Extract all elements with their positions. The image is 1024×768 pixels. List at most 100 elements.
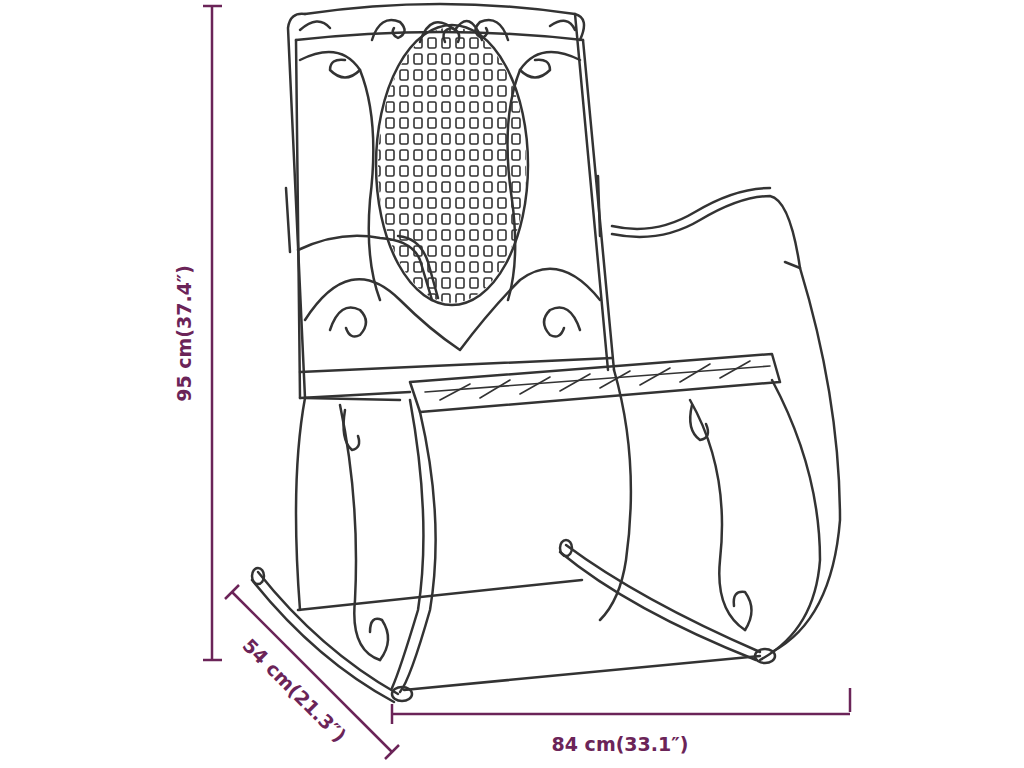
mesh-cell: [512, 54, 520, 64]
mesh-cell: [484, 38, 492, 48]
mesh-cell: [414, 118, 422, 128]
mesh-cell: [456, 150, 464, 160]
mesh-cell: [372, 294, 380, 304]
mesh-cell: [498, 102, 506, 112]
mesh-cell: [498, 182, 506, 192]
mesh-cell: [428, 198, 436, 208]
mesh-cell: [456, 22, 464, 32]
mesh-cell: [526, 214, 534, 224]
mesh-cell: [414, 22, 422, 32]
mesh-cell: [372, 134, 380, 144]
mesh-cell: [470, 262, 478, 272]
mesh-cell: [400, 214, 408, 224]
mesh-cell: [512, 150, 520, 160]
mesh-cell: [386, 134, 394, 144]
mesh-cell: [372, 54, 380, 64]
mesh-cell: [372, 38, 380, 48]
mesh-cell: [428, 246, 436, 256]
mesh-cell: [456, 102, 464, 112]
mesh-cell: [470, 150, 478, 160]
mesh-cell: [428, 182, 436, 192]
mesh-cell: [442, 150, 450, 160]
mesh-cell: [400, 22, 408, 32]
mesh-cell: [442, 70, 450, 80]
mesh-cell: [456, 86, 464, 96]
mesh-cell: [470, 166, 478, 176]
mesh-cell: [372, 214, 380, 224]
mesh-cell: [442, 134, 450, 144]
mesh-cell: [442, 86, 450, 96]
mesh-cell: [456, 38, 464, 48]
mesh-cell: [456, 182, 464, 192]
mesh-cell: [498, 198, 506, 208]
mesh-cell: [456, 118, 464, 128]
chair-drawing: [252, 4, 840, 702]
mesh-cell: [442, 38, 450, 48]
mesh-cell: [512, 198, 520, 208]
mesh-cell: [526, 166, 534, 176]
mesh-cell: [372, 22, 380, 32]
mesh-cell: [372, 86, 380, 96]
mesh-cell: [400, 102, 408, 112]
mesh-cell: [442, 214, 450, 224]
mesh-cell: [442, 102, 450, 112]
mesh-cell: [386, 102, 394, 112]
mesh-cell: [386, 262, 394, 272]
mesh-cell: [512, 70, 520, 80]
mesh-cell: [400, 198, 408, 208]
mesh-cell: [456, 294, 464, 304]
mesh-cell: [428, 150, 436, 160]
mesh-cell: [470, 198, 478, 208]
mesh-cell: [526, 262, 534, 272]
mesh-cell: [498, 54, 506, 64]
mesh-cell: [498, 262, 506, 272]
mesh-cell: [400, 134, 408, 144]
mesh-cell: [484, 262, 492, 272]
mesh-cell: [484, 102, 492, 112]
mesh-cell: [526, 118, 534, 128]
mesh-cell: [372, 182, 380, 192]
dimension-lines: [203, 6, 850, 759]
mesh-cell: [428, 22, 436, 32]
mesh-cell: [400, 150, 408, 160]
mesh-cell: [512, 262, 520, 272]
mesh-cell: [400, 278, 408, 288]
mesh-cell: [456, 134, 464, 144]
mesh-cell: [526, 22, 534, 32]
mesh-cell: [484, 182, 492, 192]
mesh-cell: [386, 278, 394, 288]
mesh-cell: [372, 246, 380, 256]
mesh-cell: [386, 150, 394, 160]
mesh-cell: [512, 102, 520, 112]
mesh-cell: [526, 278, 534, 288]
mesh-cell: [456, 262, 464, 272]
mesh-cell: [470, 70, 478, 80]
mesh-cell: [526, 38, 534, 48]
mesh-cell: [414, 38, 422, 48]
mesh-cell: [428, 118, 436, 128]
mesh-cell: [386, 182, 394, 192]
mesh-cell: [442, 182, 450, 192]
mesh-cell: [526, 134, 534, 144]
mesh-cell: [442, 278, 450, 288]
mesh-cell: [526, 102, 534, 112]
mesh-cell: [428, 166, 436, 176]
mesh-cell: [400, 182, 408, 192]
mesh-cell: [512, 134, 520, 144]
mesh-cell: [372, 262, 380, 272]
mesh-cell: [470, 214, 478, 224]
mesh-cell: [484, 230, 492, 240]
mesh-cell: [442, 246, 450, 256]
mesh-cell: [526, 230, 534, 240]
mesh-cell: [428, 102, 436, 112]
mesh-cell: [498, 70, 506, 80]
mesh-cell: [386, 70, 394, 80]
mesh-cell: [386, 166, 394, 176]
mesh-cell: [512, 182, 520, 192]
mesh-cell: [372, 118, 380, 128]
mesh-cell: [428, 86, 436, 96]
mesh-cell: [470, 38, 478, 48]
mesh-cell: [414, 134, 422, 144]
